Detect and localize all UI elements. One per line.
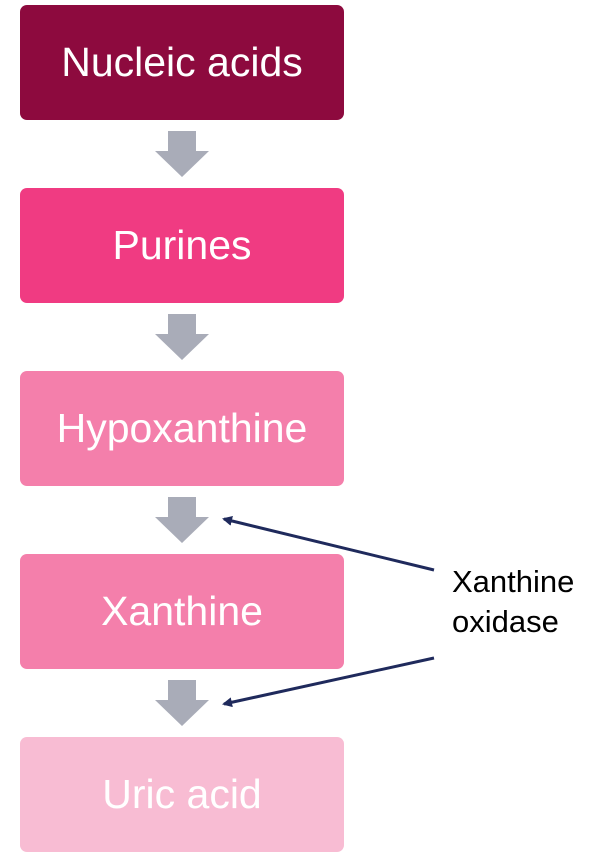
step-label: Xanthine — [101, 588, 263, 634]
step-nucleic-acids: Nucleic acids — [20, 5, 344, 120]
enzyme-label-line2: oxidase — [452, 604, 559, 639]
enzyme-label: Xanthine oxidase — [452, 562, 607, 642]
down-arrow-icon — [155, 680, 209, 726]
down-arrow-icon — [155, 131, 209, 177]
step-label: Uric acid — [102, 771, 262, 817]
enzyme-label-line1: Xanthine — [452, 564, 575, 599]
step-label: Hypoxanthine — [56, 405, 308, 451]
step-label: Purines — [112, 222, 252, 268]
down-arrow-icon — [155, 497, 209, 543]
down-arrow-icon — [155, 314, 209, 360]
step-hypoxanthine: Hypoxanthine — [20, 371, 344, 486]
step-label: Nucleic acids — [61, 39, 303, 85]
step-purines: Purines — [20, 188, 344, 303]
step-xanthine: Xanthine — [20, 554, 344, 669]
step-uric-acid: Uric acid — [20, 737, 344, 852]
